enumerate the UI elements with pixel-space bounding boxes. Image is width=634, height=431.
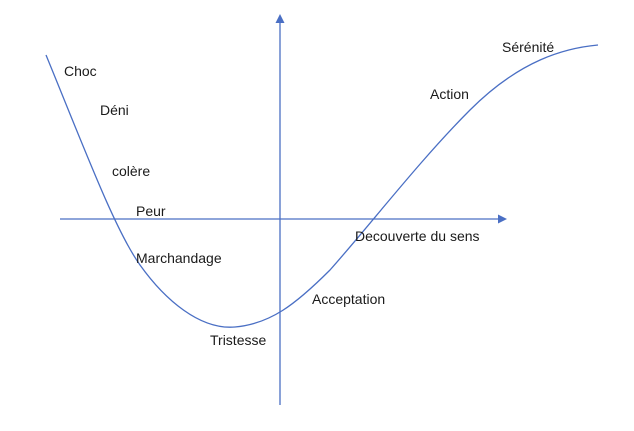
vertical-axis-arrowhead: [275, 14, 285, 23]
stage-label-acceptation: Acceptation: [312, 291, 385, 307]
change-curve: [45, 44, 599, 328]
stage-label-choc: Choc: [64, 63, 97, 79]
stage-label-serenite: Sérénité: [502, 39, 554, 55]
stage-label-deni: Déni: [100, 102, 129, 118]
stage-label-marchandage: Marchandage: [136, 250, 222, 266]
horizontal-axis-arrowhead: [498, 214, 507, 224]
stage-label-peur: Peur: [136, 203, 166, 219]
stage-label-decouverte-du-sens: Decouverte du sens: [355, 228, 480, 244]
stage-label-tristesse: Tristesse: [210, 332, 266, 348]
stage-label-action: Action: [430, 86, 469, 102]
stage-label-colere: colère: [112, 163, 150, 179]
